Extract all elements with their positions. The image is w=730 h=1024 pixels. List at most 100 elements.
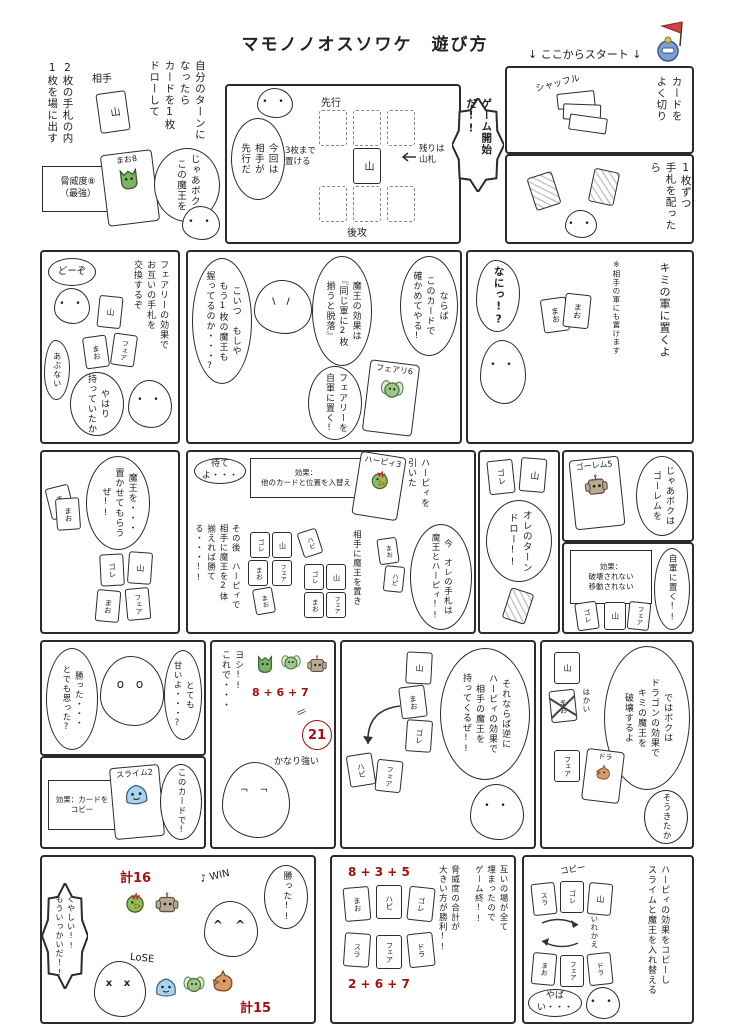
panel-slime-copy: コピー ハーピィの効果をコピーし スライムと魔王を入れ替える スラ ゴレ 山 い… bbox=[522, 855, 694, 1024]
maou-monster-icon bbox=[258, 656, 272, 673]
sfx-shuffle: シャッフル bbox=[534, 73, 581, 95]
swap-arrows-icon bbox=[541, 918, 579, 948]
effect-box-harpy: 効果： 他のカードと位置を入替え bbox=[250, 458, 362, 498]
card-golem: ゴレ bbox=[250, 532, 270, 558]
effect-box-golem: 効果： 破壊されない 移動されない bbox=[570, 550, 652, 604]
panel-golem-play: ゴーレム5 じゃあボクは ゴーレムを bbox=[562, 450, 694, 542]
note-place-maou-opponent: 相手に魔王を置き bbox=[351, 530, 362, 606]
card-deck: 山 bbox=[604, 602, 626, 630]
card-harpy: ハピ bbox=[345, 752, 377, 788]
card-harpy: ハピ bbox=[376, 885, 402, 919]
card-golem-big: ゴーレム5 bbox=[568, 455, 626, 531]
card-maou: まお bbox=[304, 592, 324, 618]
note-win-rule: 脅威度の合計が 大きい方が勝利!! bbox=[437, 865, 460, 954]
note-game-end: 互いの場が全て 埋まったので ゲーム終!! bbox=[473, 865, 508, 932]
panel-place-on-you: なにっ!? まお まお ※相手の軍にも置けます キミの軍に置くよ bbox=[466, 250, 694, 444]
card-deck: 山 bbox=[96, 294, 124, 330]
speech-bubble: なにっ!? bbox=[476, 260, 520, 332]
card-deck: 山 bbox=[326, 564, 346, 590]
note-copy: コピー bbox=[559, 862, 587, 878]
lose-note: LoSE bbox=[129, 951, 155, 966]
card-harpy: ハピ bbox=[382, 565, 406, 593]
speech-bubble: ならば このカードで 確かめてやる! bbox=[400, 256, 458, 356]
equals-sign: ＝ bbox=[293, 704, 310, 721]
sum-bottom: 2 + 6 + 7 bbox=[348, 977, 410, 991]
fairy-monster-icon bbox=[281, 655, 301, 670]
card-golem: ゴレ bbox=[406, 885, 436, 923]
panel-total-21: ヨシ!! これで・・・ 8 + 6 + 7 ＝ 21 かなり強い bbox=[210, 640, 336, 849]
blob-character bbox=[565, 210, 597, 238]
speech-bubble: それならば逆に ハーピィの効果で 相手の魔王を 持ってくるぜ!! bbox=[440, 648, 530, 780]
card-golem: ゴレ bbox=[99, 553, 125, 587]
arrow-left-icon bbox=[401, 152, 416, 162]
dragon-monster-icon bbox=[595, 763, 611, 780]
card-slot bbox=[353, 186, 381, 222]
card-maou: まお bbox=[251, 586, 277, 616]
card-slot bbox=[353, 110, 381, 146]
harpy-monster-icon bbox=[126, 893, 144, 913]
blob-character bbox=[257, 88, 293, 118]
speech-bubble: オレのターン ドロー!! bbox=[486, 500, 552, 582]
card-slot bbox=[387, 186, 415, 222]
blob-character-lost bbox=[94, 961, 146, 1017]
card-deck: 山 bbox=[353, 148, 381, 184]
note-swap: いれかえ bbox=[589, 915, 599, 949]
speech-bubble: 今回は 相手が 先行だ bbox=[231, 118, 285, 200]
card-fairy: フェア bbox=[326, 592, 346, 618]
card-maou-destroyed: まお bbox=[548, 688, 578, 724]
blob-character-smug bbox=[222, 762, 290, 838]
card-golem: ゴレ bbox=[560, 881, 584, 913]
card-dragon: ドラ bbox=[406, 931, 436, 969]
speech-bubble: このカードで! bbox=[160, 764, 202, 840]
curved-arrow-icon bbox=[363, 705, 401, 745]
card-fairy: フェア bbox=[554, 750, 580, 782]
note-place-three: 3枚まで 置ける bbox=[285, 146, 316, 168]
card-golem: ゴレ bbox=[486, 458, 516, 496]
maou-monster-icon bbox=[119, 168, 139, 191]
card-slime: スラ bbox=[530, 881, 558, 917]
card-deck: 山 bbox=[586, 882, 614, 916]
panel-slime-card: 効果：カードを コピー スライム2 このカードで! bbox=[40, 756, 206, 849]
panel-you-thought: 勝った・・・ とでも思った? とても 甘いよ・・・? bbox=[40, 640, 206, 756]
panel-game-setup: 今回は 相手が 先行だ 先行 山 後攻 3枚まで 置ける 残りは 山札 bbox=[225, 84, 461, 244]
card-stack bbox=[568, 113, 608, 135]
panel-scoring: 8 + 3 + 5 まお ハピ ゴレ 脅威度の合計が 大きい方が勝利!! 互いの… bbox=[330, 855, 516, 1024]
speech-bubble: やばい・・・ bbox=[528, 989, 582, 1017]
card-maou: まお bbox=[94, 589, 122, 623]
win-note: ♪ WIN bbox=[199, 868, 231, 885]
speech-bubble: ではボクは ドラゴンの効果で キミの魔王を 破壊するよ bbox=[604, 646, 690, 790]
speech-bubble: フェアリーを 自軍に置く! bbox=[308, 366, 362, 440]
panel-result: くやしい!! もういっかいだ!! 計16 ♪ WIN 勝った!! LoSE 計1… bbox=[40, 855, 316, 1024]
blob-character bbox=[480, 340, 526, 404]
card-fairy: フェア bbox=[626, 600, 652, 632]
label-first-player: 先行 bbox=[321, 98, 341, 109]
speech-bubble: 勝った!! bbox=[264, 865, 308, 929]
card-fairy: フェア bbox=[374, 758, 404, 794]
speech-bubble: 自軍に置く!! bbox=[654, 548, 690, 630]
speech-bubble: こいつ もしや もう1枚の魔王も 握ってるのか・・・? bbox=[192, 258, 252, 384]
panel-harpy-plan: 待てよ・・・ 効果： 他のカードと位置を入替え ハーピィ3 ハーピィを 引いた … bbox=[186, 450, 476, 634]
speech-bubble: とても 甘いよ・・・? bbox=[164, 650, 202, 740]
card-maou: まお bbox=[342, 885, 372, 923]
fairy-monster-icon bbox=[183, 976, 205, 993]
blob-character bbox=[470, 784, 524, 840]
speech-bubble: やはり 持っていたか bbox=[70, 372, 124, 436]
blob-character bbox=[182, 206, 220, 240]
panel-maou-effect: こいつ もしや もう1枚の魔王も 握ってるのか・・・? 魔王の効果は 『同じ軍に… bbox=[186, 250, 462, 444]
card-deck: 山 bbox=[95, 90, 131, 134]
speech-bubble: どーぞ bbox=[48, 258, 96, 286]
note-strong: かなり強い bbox=[274, 757, 320, 767]
card-back bbox=[501, 587, 535, 625]
golem-monster-icon bbox=[307, 654, 327, 672]
note-win-plan: その後 ハーピィで 相手に魔王を2体 揃えれば勝てる・・・!! bbox=[193, 524, 241, 610]
speech-bubble: 魔王を・・・ 置かせてもらうぜ!! bbox=[86, 456, 150, 550]
card-golem: ゴレ bbox=[574, 600, 600, 632]
card-deck: 山 bbox=[405, 651, 433, 685]
card-slot bbox=[387, 110, 415, 146]
harpy-monster-icon bbox=[370, 470, 390, 491]
speech-bubble: 今 オレの手札は 魔王とハーピィ!! bbox=[410, 524, 472, 630]
card-maou: まお bbox=[248, 560, 268, 586]
speech-bubble: 魔王の効果は 『同じ軍に2枚 揃うと脱落』 bbox=[312, 256, 372, 366]
speech-bubble: じゃあボクは ゴーレムを bbox=[636, 456, 688, 536]
